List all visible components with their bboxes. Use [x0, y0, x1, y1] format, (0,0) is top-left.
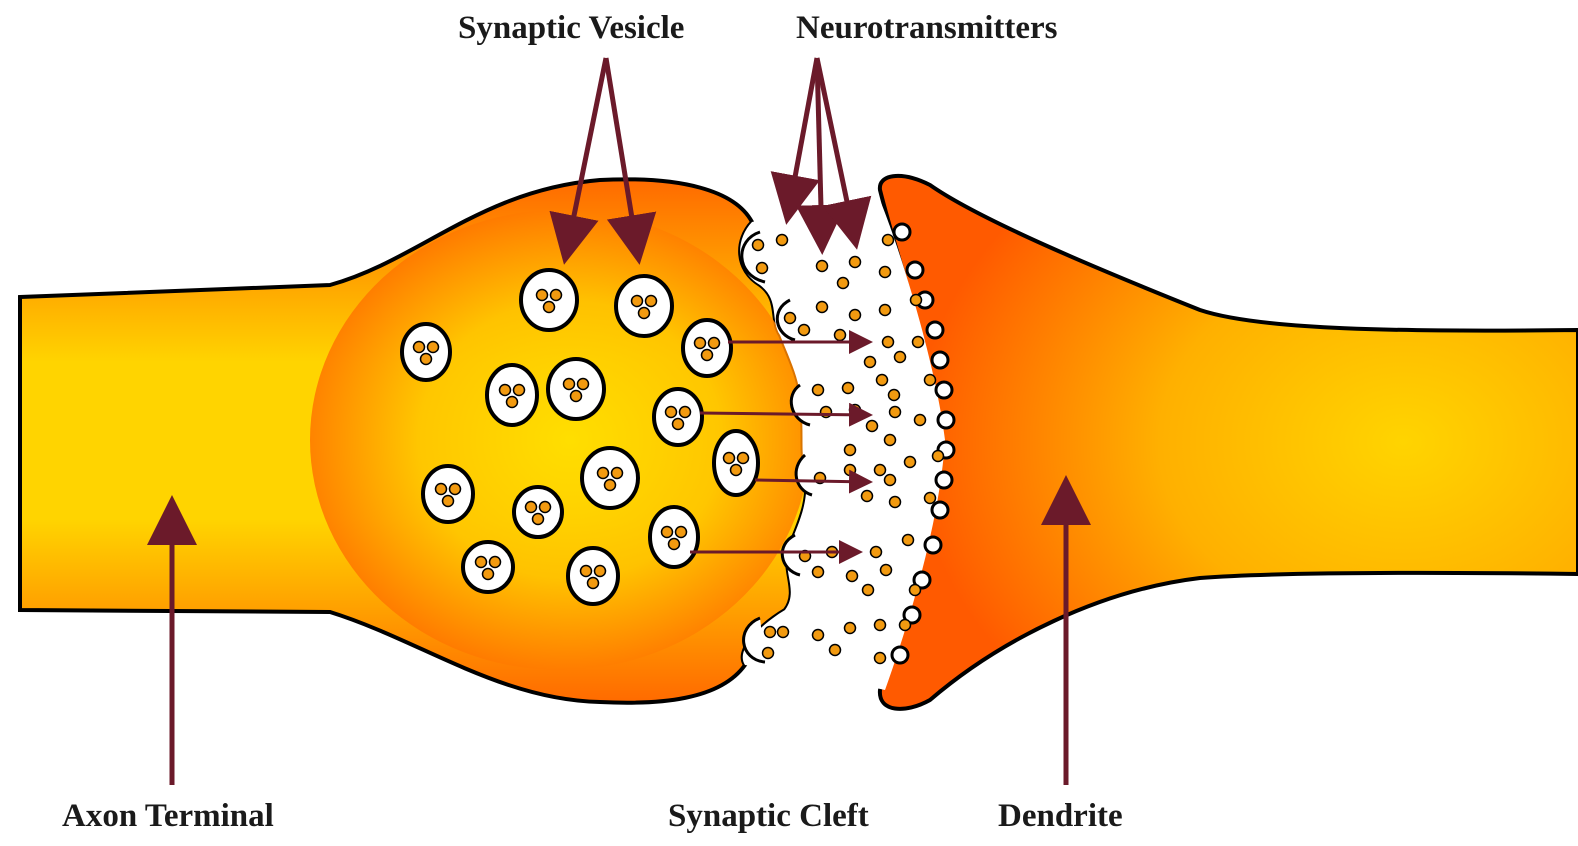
label-synaptic-cleft: Synaptic Cleft [668, 798, 869, 835]
neurotransmitter-molecule [757, 263, 768, 274]
neurotransmitter-molecule [817, 302, 828, 313]
neurotransmitter-molecule [889, 390, 900, 401]
neurotransmitter-molecule [913, 337, 924, 348]
neurotransmitter-molecule [817, 261, 828, 272]
neurotransmitter-molecule [777, 235, 788, 246]
neurotransmitter-molecule [875, 620, 886, 631]
neurotransmitter-molecule [885, 435, 896, 446]
vesicle [654, 389, 702, 445]
vesicle [423, 466, 473, 522]
neurotransmitter-molecule [900, 620, 911, 631]
neurotransmitter-molecule [865, 357, 876, 368]
neurotransmitter-molecule [799, 325, 810, 336]
vesicle [568, 548, 618, 604]
neurotransmitter-molecule [871, 547, 882, 558]
neurotransmitter-molecule [845, 445, 856, 456]
neurotransmitter-molecule [813, 630, 824, 641]
neurotransmitter-molecule [765, 627, 776, 638]
vesicle [548, 359, 604, 419]
label-synaptic-vesicle: Synaptic Vesicle [458, 10, 684, 47]
neurotransmitter-molecule [885, 475, 896, 486]
neurotransmitter-molecule [785, 313, 796, 324]
neurotransmitter-molecule [883, 337, 894, 348]
neurotransmitter-molecule [903, 535, 914, 546]
neurotransmitter-molecule [835, 330, 846, 341]
neurotransmitter-molecule [838, 278, 849, 289]
neurotransmitter-molecule [763, 648, 774, 659]
vesicle [582, 448, 638, 508]
neurotransmitter-molecule [778, 627, 789, 638]
neurotransmitter-molecule [813, 567, 824, 578]
vesicle [616, 276, 672, 336]
vesicle [487, 365, 537, 425]
label-dendrite: Dendrite [998, 798, 1123, 835]
neurotransmitter-molecule [911, 295, 922, 306]
neurotransmitter-molecule [880, 305, 891, 316]
neurotransmitter-molecule [881, 565, 892, 576]
neurotransmitter-molecule [883, 235, 894, 246]
vesicle [683, 320, 731, 376]
vesicle [463, 542, 513, 592]
vesicle [650, 507, 698, 567]
neurotransmitter-molecule [813, 385, 824, 396]
neurotransmitter-molecule [877, 375, 888, 386]
release-arrow [755, 480, 870, 482]
neurotransmitter-molecule [845, 623, 856, 634]
arrow-neuro-1 [788, 58, 817, 215]
vesicle [714, 431, 758, 495]
neurotransmitter-molecule [830, 645, 841, 656]
neurotransmitter-molecule [863, 585, 874, 596]
neurotransmitter-molecule [845, 465, 856, 476]
neurotransmitter-molecule [875, 653, 886, 664]
neurotransmitter-molecule [862, 491, 873, 502]
neurotransmitter-molecule [890, 497, 901, 508]
neurotransmitter-molecule [867, 421, 878, 432]
neurotransmitter-molecule [850, 257, 861, 268]
neurotransmitter-molecule [890, 407, 901, 418]
neurotransmitter-molecule [843, 383, 854, 394]
neurotransmitter-molecule [925, 493, 936, 504]
neurotransmitter-molecule [895, 352, 906, 363]
vesicle [521, 270, 577, 330]
neurotransmitter-molecule [925, 375, 936, 386]
vesicle [402, 324, 450, 380]
neurotransmitter-molecule [933, 451, 944, 462]
neurotransmitter-molecule [905, 457, 916, 468]
neurotransmitter-molecule [850, 310, 861, 321]
neurotransmitter-molecule [880, 267, 891, 278]
release-arrow [700, 413, 870, 415]
neurotransmitter-molecule [847, 571, 858, 582]
neurotransmitter-molecule [753, 240, 764, 251]
vesicle [514, 487, 562, 537]
neurotransmitter-molecule [875, 465, 886, 476]
neurotransmitter-molecule [915, 415, 926, 426]
label-axon-terminal: Axon Terminal [62, 798, 274, 835]
label-neurotransmitters: Neurotransmitters [796, 10, 1058, 47]
dendrite-shape [880, 176, 1578, 709]
neurotransmitter-molecule [910, 585, 921, 596]
